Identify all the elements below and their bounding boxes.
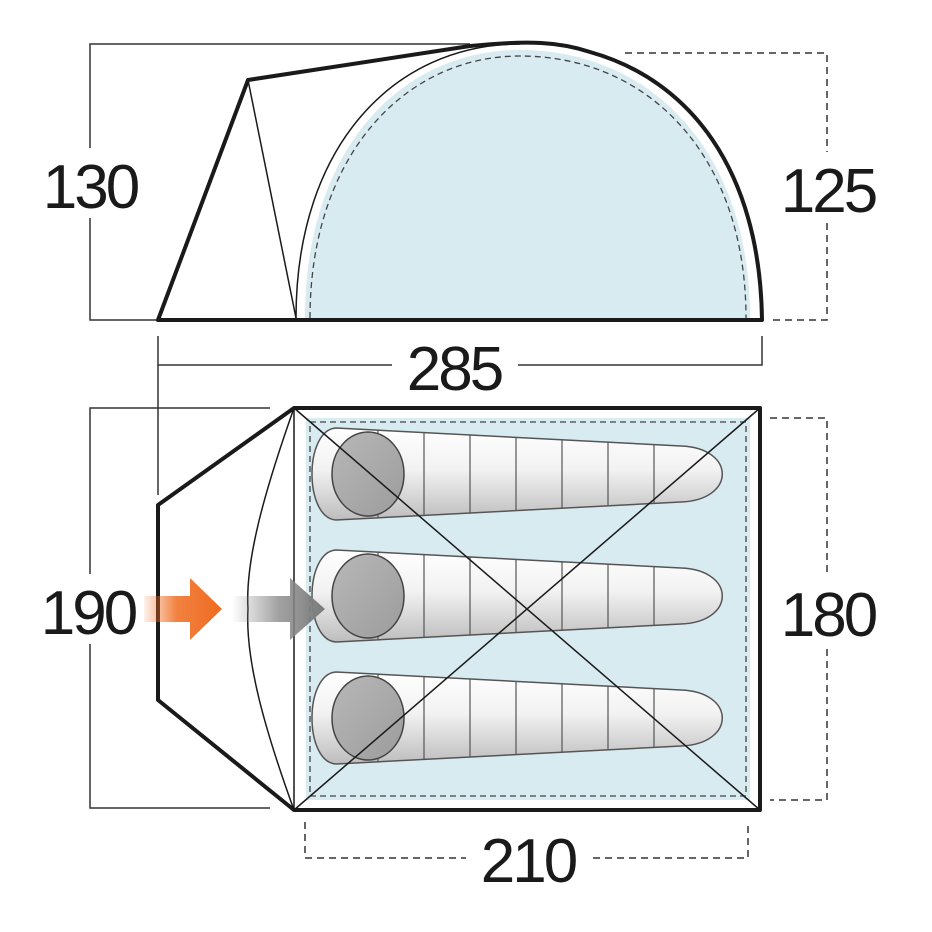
- top-view: [89, 336, 828, 859]
- inner-tent-side: [305, 50, 750, 318]
- inner-width-label: 180: [781, 581, 877, 650]
- inner-tent-edge: [295, 43, 521, 319]
- inner-tent-seam: [309, 55, 747, 319]
- total-length-label: 285: [407, 335, 502, 404]
- pole-cross-2: [293, 407, 761, 811]
- inner-width-guide: [770, 417, 828, 801]
- flysheet-outline: [156, 40, 764, 322]
- entry-arrow-icon: [140, 578, 222, 640]
- rear-height-label: 125: [781, 157, 876, 226]
- inner-length-label: 210: [481, 827, 577, 896]
- front-height-label: 130: [43, 153, 139, 222]
- dimension-labels: 130 125 285 190 180 210: [28, 148, 890, 896]
- inner-entry-arrow-icon: [232, 578, 325, 640]
- porch-pole: [247, 79, 297, 319]
- rear-height-guide: [625, 52, 828, 321]
- porch-width-label: 190: [41, 579, 137, 648]
- sleeping-bags: [311, 427, 723, 765]
- side-view: [89, 40, 828, 322]
